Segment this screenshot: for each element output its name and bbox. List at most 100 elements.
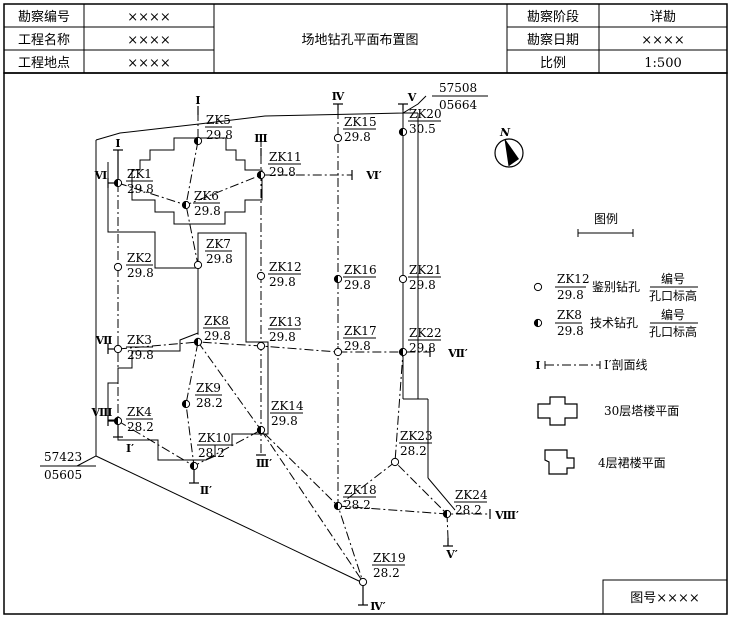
project-site-label: 工程地点 (18, 56, 70, 71)
section-VIII-label: Ⅷ (91, 406, 113, 419)
drawing-title: 场地钻孔平面布置图 (301, 33, 418, 48)
section-VI-end-label: Ⅵ′ (365, 169, 382, 182)
coord-top-right-top: 57508 (439, 81, 477, 95)
tech-borehole-fill (399, 128, 403, 136)
borehole-elevation: 28.2 (400, 444, 427, 458)
legend-tech-symbol-icon (533, 318, 543, 328)
borehole-elevation: 29.8 (409, 278, 436, 292)
borehole-id: ZK12 (269, 260, 302, 274)
date-label: 勘察日期 (527, 33, 579, 48)
borehole-id: ZK9 (196, 381, 221, 395)
borehole-id: ZK20 (409, 107, 442, 121)
borehole-elevation: 28.2 (373, 566, 400, 580)
legend-section-start: Ⅰ (535, 359, 540, 372)
north-arrow-icon: N (494, 126, 524, 168)
drawing-number-box: 图号×××× (602, 579, 728, 615)
legend-tower-label: 30层塔楼平面 (604, 403, 679, 418)
borehole-elevation: 28.2 (127, 420, 154, 434)
legend-ident-symbol-icon (533, 282, 543, 292)
borehole-elevation: 29.8 (127, 182, 154, 196)
date-value: ×××× (641, 33, 685, 48)
borehole-id: ZK14 (271, 399, 304, 413)
section-line-VII (117, 341, 430, 353)
project-site-value: ×××× (127, 56, 171, 71)
borehole-id: ZK10 (198, 431, 231, 445)
borehole-id: ZK22 (409, 326, 442, 340)
borehole-elevation: 29.8 (271, 414, 298, 428)
section-line-23-18 (337, 461, 396, 507)
borehole-elevation: 29.8 (409, 341, 436, 355)
legend-num-label-1: 编号 (661, 271, 685, 286)
borehole-elevation: 29.8 (344, 130, 371, 144)
legend-elev-label-1: 孔口标高 (649, 288, 697, 303)
borehole-elevation: 30.5 (409, 122, 436, 136)
tech-borehole-fill (194, 338, 198, 346)
survey-no-label: 勘察编号 (18, 10, 70, 25)
borehole-elevation: 29.8 (194, 204, 221, 218)
section-III-end-label: Ⅲ′ (256, 457, 272, 470)
borehole-elevation: 29.8 (269, 275, 296, 289)
borehole-elevation: 29.8 (344, 339, 371, 353)
drawing-frame (3, 72, 728, 615)
legend: 图例 ZK12 29.8 鉴别钻孔 编号 孔口标高 ZK8 29.8 技术钻孔 … (533, 212, 698, 475)
stage-value: 详勘 (650, 10, 676, 25)
section-III-label: Ⅲ (254, 132, 267, 145)
borehole-id: ZK19 (373, 551, 406, 565)
borehole-elevation: 29.8 (127, 266, 154, 280)
borehole-id: ZK1 (127, 167, 152, 181)
borehole-id: ZK5 (206, 113, 231, 127)
section-IV-label: Ⅳ (332, 90, 345, 103)
borehole-id: ZK7 (206, 237, 231, 251)
section-VI-label: Ⅵ (94, 169, 108, 182)
podium-outline (107, 162, 269, 461)
section-I-label: Ⅰ (195, 94, 200, 107)
borehole-id: ZK6 (194, 189, 219, 203)
tech-borehole-fill (190, 462, 194, 470)
section-line-14-19 (260, 429, 364, 583)
section-labels: Ⅰ Ⅰ Ⅰ′ Ⅱ′ Ⅲ Ⅲ′ Ⅳ Ⅳ′ Ⅴ Ⅴ′ Ⅵ Ⅵ′ Ⅶ Ⅶ′ Ⅷ Ⅷ′ (91, 90, 519, 613)
borehole-id: ZK24 (455, 488, 488, 502)
tower-outline (131, 137, 263, 225)
title-block-text: 勘察编号 工程名称 工程地点 ×××× ×××× ×××× 场地钻孔平面布置图 … (18, 10, 685, 71)
ident-borehole-icon (358, 577, 368, 587)
borehole-elevation: 28.2 (455, 503, 482, 517)
legend-tech-id: ZK8 (557, 308, 582, 322)
survey-no-value: ×××× (127, 10, 171, 25)
legend-tech-elev: 29.8 (557, 324, 584, 338)
borehole-id: ZK23 (400, 429, 433, 443)
borehole-id: ZK8 (204, 314, 229, 328)
legend-ident-id: ZK12 (557, 272, 590, 286)
project-name-label: 工程名称 (18, 32, 70, 48)
section-IV-end-label: Ⅳ′ (370, 600, 385, 613)
tech-borehole-fill (257, 426, 261, 434)
borehole-elevation: 29.8 (269, 330, 296, 344)
section-line-8-14 (197, 341, 262, 431)
borehole-id: ZK13 (269, 315, 302, 329)
borehole-elevation: 29.8 (127, 348, 154, 362)
coord-left-top: 57423 (44, 450, 82, 464)
tech-borehole-fill (114, 179, 118, 187)
boreholes-layer: ZK129.8ZK229.8ZK329.8ZK428.2ZK529.8ZK629… (113, 107, 488, 587)
coordinates: 57508 05664 57423 05605 (40, 81, 488, 482)
section-line-VIII (117, 420, 490, 515)
borehole-id: ZK18 (344, 483, 377, 497)
ident-borehole-icon (193, 260, 203, 270)
borehole-id: ZK15 (344, 115, 377, 129)
tech-borehole-fill (443, 510, 447, 518)
site-boundary (76, 95, 456, 583)
